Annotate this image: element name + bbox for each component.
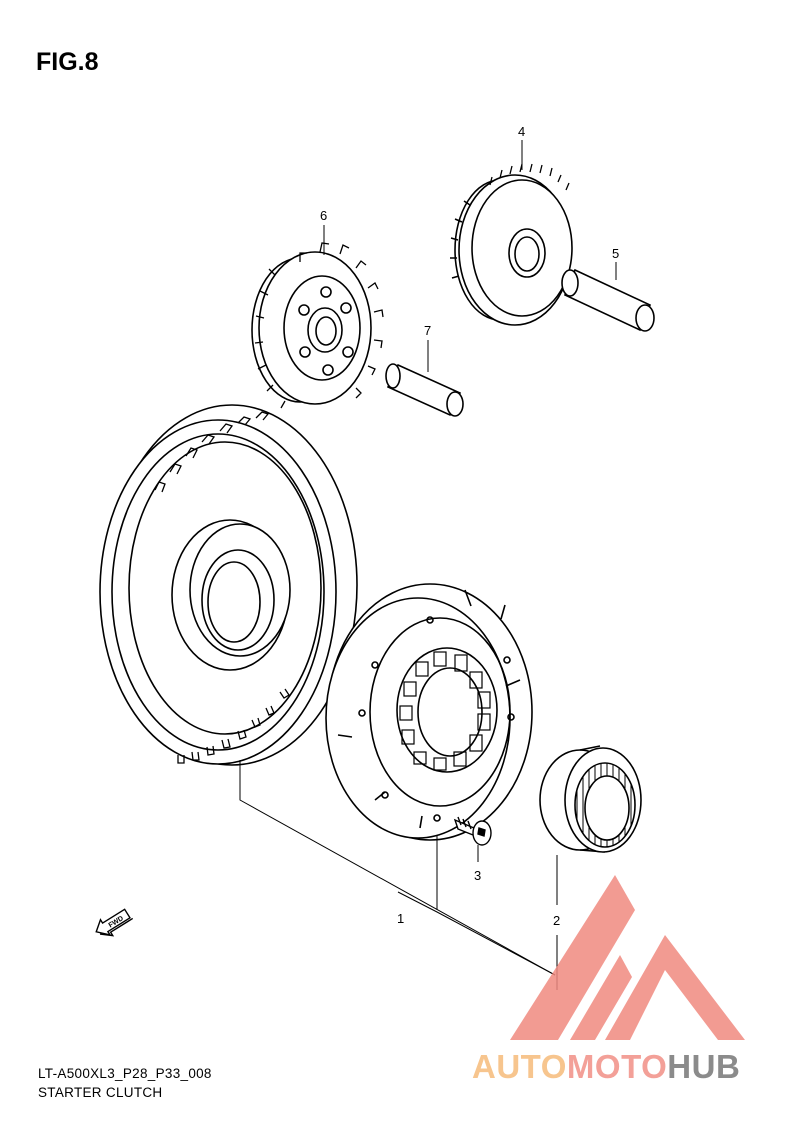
sprag-rollers <box>399 651 491 771</box>
bolt <box>453 816 492 846</box>
callout-1: 1 <box>397 911 404 926</box>
watermark-text: AUTOMOTOHUB <box>472 1048 740 1086</box>
callout-3: 3 <box>474 868 481 883</box>
callout-6: 6 <box>320 208 327 223</box>
shaft-7 <box>385 363 464 417</box>
needle-bearing <box>539 745 642 853</box>
forward-arrow-icon: FWD <box>95 908 134 937</box>
figure-caption: STARTER CLUTCH <box>38 1085 163 1100</box>
idle-gear-6 <box>251 242 384 409</box>
callout-4: 4 <box>518 124 525 139</box>
watermark-logo-icon <box>510 875 745 1040</box>
figure-footer: LT-A500XL3_P28_P33_008 STARTER CLUTCH <box>38 1064 212 1102</box>
fwd-label: FWD <box>108 915 125 929</box>
callout-2: 2 <box>553 913 560 928</box>
watermark-text-auto: AUTO <box>472 1048 567 1085</box>
figure-title: FIG.8 <box>36 48 99 76</box>
starter-driven-gear <box>99 404 358 766</box>
callout-7: 7 <box>424 323 431 338</box>
one-way-clutch <box>325 583 533 841</box>
watermark-text-hub: HUB <box>667 1048 741 1085</box>
model-code: LT-A500XL3_P28_P33_008 <box>38 1066 212 1081</box>
gear-teeth-top <box>154 411 270 493</box>
callout-5: 5 <box>612 246 619 261</box>
idle-gear-4 <box>450 163 573 326</box>
watermark-text-moto: MOTO <box>566 1048 668 1085</box>
gear-teeth-bottom <box>177 688 290 764</box>
shaft-5 <box>561 268 655 332</box>
